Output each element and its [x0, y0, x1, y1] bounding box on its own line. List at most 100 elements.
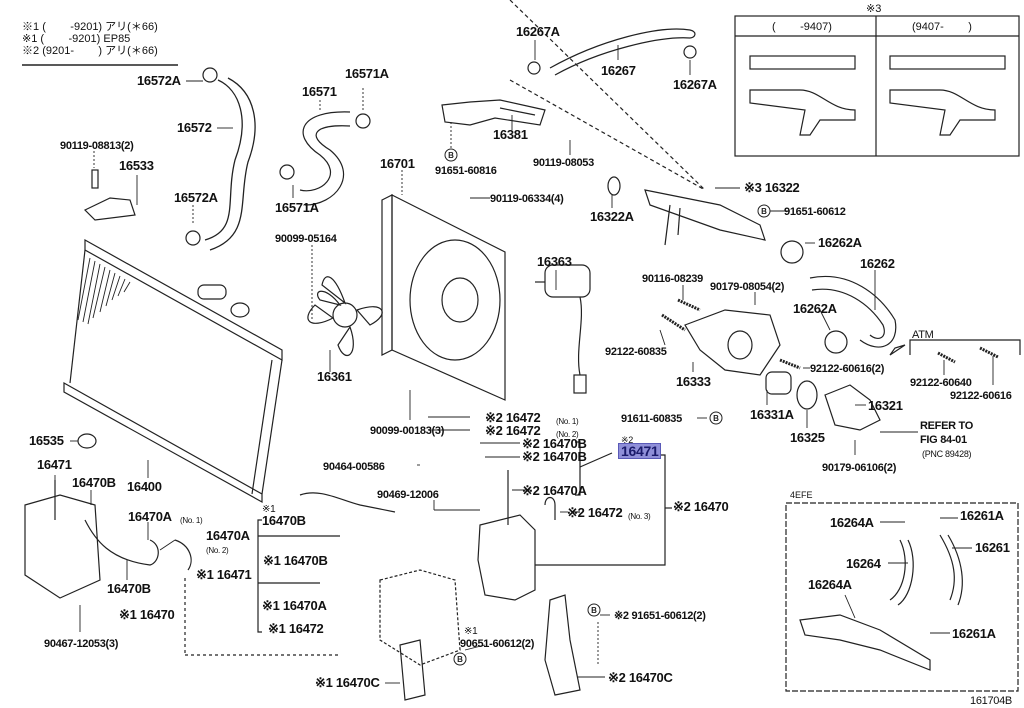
part-label-90469-12006[interactable]: 90469-12006 [377, 489, 439, 501]
part-label-90099-05164[interactable]: 90099-05164 [275, 233, 337, 245]
refer-line-3: (PNC 89428) [922, 449, 972, 459]
part-label-16472-no3-sub: (No. 3) [628, 512, 651, 521]
part-label-92122-60616[interactable]: 92122-60616 [950, 390, 1012, 402]
part-label-16470A-no2[interactable]: 16470A [206, 528, 250, 543]
part-label-16363[interactable]: 16363 [537, 254, 572, 269]
part-label-91651-60612[interactable]: 91651-60612 [784, 206, 846, 218]
part-label-16264A[interactable]: 16264A [808, 577, 852, 592]
part-label-16572A[interactable]: 16572A [137, 73, 181, 88]
part-label-16572A[interactable]: 16572A [174, 190, 218, 205]
part-label-16470C[interactable]: ※1 16470C [315, 675, 380, 690]
part-label-16470A-no2-sub: (No. 2) [206, 546, 229, 555]
part-label-16470B[interactable]: ※2 16470B [522, 436, 587, 451]
part-label-92122-60616[interactable]: 92122-60616(2) [810, 363, 885, 375]
part-label-91651-60612[interactable]: ※2 91651-60612(2) [614, 610, 706, 622]
part-label-16325[interactable]: 16325 [790, 430, 825, 445]
part-label-16472-no2[interactable]: ※2 16472 [485, 423, 541, 438]
part-label-16261A[interactable]: 16261A [952, 626, 996, 641]
part-label-90464-00586[interactable]: 90464-00586 [323, 461, 385, 473]
part-label-16381[interactable]: 16381 [493, 127, 528, 142]
part-label-91611-60835[interactable]: 91611-60835 [621, 413, 682, 425]
part-label-16471-highlighted[interactable]: 16471 [618, 443, 662, 459]
part-label-16701[interactable]: 16701 [380, 156, 415, 171]
part-label-16472-no2-sub: (No. 2) [556, 430, 579, 439]
svg-text:B: B [713, 414, 719, 423]
part-label-16470C[interactable]: ※2 16470C [608, 670, 673, 685]
inset-variant-col-1: ( -9407) [772, 21, 832, 33]
inset-variant-col-2: (9407- ) [912, 21, 972, 33]
svg-text:B: B [761, 207, 767, 216]
part-label-92122-60835[interactable]: 92122-60835 [605, 346, 667, 358]
part-label-16261A[interactable]: 16261A [960, 508, 1004, 523]
part-label-90119-08053[interactable]: 90119-08053 [533, 157, 594, 169]
highlight-mark: ※2 [621, 435, 633, 445]
part-label-16333[interactable]: 16333 [676, 374, 711, 389]
note-row: ※1 ( -9201) アリ(＊66) [22, 21, 158, 33]
inset-4efe-title: 4EFE [790, 490, 813, 500]
part-label-90179-08054[interactable]: 90179-08054(2) [710, 281, 785, 293]
refer-line-2[interactable]: FIG 84-01 [920, 434, 967, 446]
part-label-mark: ※1 [464, 626, 478, 637]
part-label-16262A[interactable]: 16262A [818, 235, 862, 250]
part-label-16472-no1[interactable]: ※2 16472 [485, 410, 541, 425]
part-label-90119-06334[interactable]: 90119-06334(4) [490, 193, 564, 205]
part-label-92122-60640[interactable]: 92122-60640 [910, 377, 972, 389]
fan-shroud-drawing [381, 194, 506, 401]
part-label-16470A-no1-sub: (No. 1) [180, 516, 203, 525]
notes-block: ※1 ( -9201) アリ(＊66) ※1 ( -9201) EP85 ※2 … [22, 21, 158, 57]
svg-text:B: B [457, 655, 463, 664]
part-label-16470A[interactable]: ※1 16470A [262, 598, 327, 613]
part-label-16471[interactable]: ※1 16471 [196, 567, 252, 582]
part-label-16261[interactable]: 16261 [975, 540, 1010, 555]
part-label-16321[interactable]: 16321 [868, 398, 903, 413]
part-label-16267A[interactable]: 16267A [516, 24, 560, 39]
part-label-91651-60816[interactable]: 91651-60816 [435, 165, 497, 177]
bolt-marker-b [709, 411, 723, 425]
part-label-16571A[interactable]: 16571A [345, 66, 389, 81]
part-label-16400[interactable]: 16400 [127, 479, 162, 494]
refer-line-1: REFER TO [920, 420, 974, 432]
part-label-16322A[interactable]: 16322A [590, 209, 634, 224]
atm-title: ATM [912, 329, 934, 341]
note-row: ※2 (9201- ) アリ(＊66) [22, 45, 158, 57]
radiator-drawing [63, 238, 283, 504]
part-label-16264[interactable]: 16264 [846, 556, 881, 571]
part-label-16533[interactable]: 16533 [119, 158, 154, 173]
part-label-16470B[interactable]: 16470B [262, 513, 306, 528]
part-label-16262[interactable]: 16262 [860, 256, 895, 271]
part-label-16470A-no1[interactable]: 16470A [128, 509, 172, 524]
part-label-16267[interactable]: 16267 [601, 63, 636, 78]
part-label-16470B[interactable]: ※2 16470B [522, 449, 587, 464]
part-label-90467-12053[interactable]: 90467-12053(3) [44, 638, 119, 650]
part-label-90099-00183[interactable]: 90099-00183(3) [370, 425, 445, 437]
part-label-90179-06106[interactable]: 90179-06106(2) [822, 462, 897, 474]
part-label-16470B[interactable]: 16470B [107, 581, 151, 596]
part-label-16322[interactable]: ※3 16322 [744, 180, 800, 195]
part-label-90119-08813[interactable]: 90119-08813(2) [60, 140, 134, 152]
bolt-marker-b [587, 603, 601, 617]
part-label-90116-08239[interactable]: 90116-08239 [642, 273, 703, 285]
part-label-16470A[interactable]: ※2 16470A [522, 483, 587, 498]
part-label-16571A[interactable]: 16571A [275, 200, 319, 215]
part-label-16361[interactable]: 16361 [317, 369, 352, 384]
part-label-16470B[interactable]: ※1 16470B [263, 553, 328, 568]
part-label-16470B[interactable]: 16470B [72, 475, 116, 490]
part-label-16262A[interactable]: 16262A [793, 301, 837, 316]
part-label-16470[interactable]: ※2 16470 [673, 499, 729, 514]
part-label-90651-60612[interactable]: 90651-60612(2) [460, 638, 535, 650]
part-label-16472-no1-sub: (No. 1) [556, 417, 579, 426]
part-label-16471[interactable]: 16471 [37, 457, 72, 472]
bolt-marker-b [757, 204, 771, 218]
part-label-16470[interactable]: ※1 16470 [119, 607, 175, 622]
part-label-16331A[interactable]: 16331A [750, 407, 794, 422]
part-label-16264A[interactable]: 16264A [830, 515, 874, 530]
part-label-16267A[interactable]: 16267A [673, 77, 717, 92]
part-label-16535[interactable]: 16535 [29, 433, 64, 448]
svg-text:B: B [591, 606, 597, 615]
part-label-16571[interactable]: 16571 [302, 84, 337, 99]
part-label-16572[interactable]: 16572 [177, 120, 212, 135]
part-label-16472-no3[interactable]: ※2 16472 [567, 505, 623, 520]
part-label-16472[interactable]: ※1 16472 [268, 621, 324, 636]
